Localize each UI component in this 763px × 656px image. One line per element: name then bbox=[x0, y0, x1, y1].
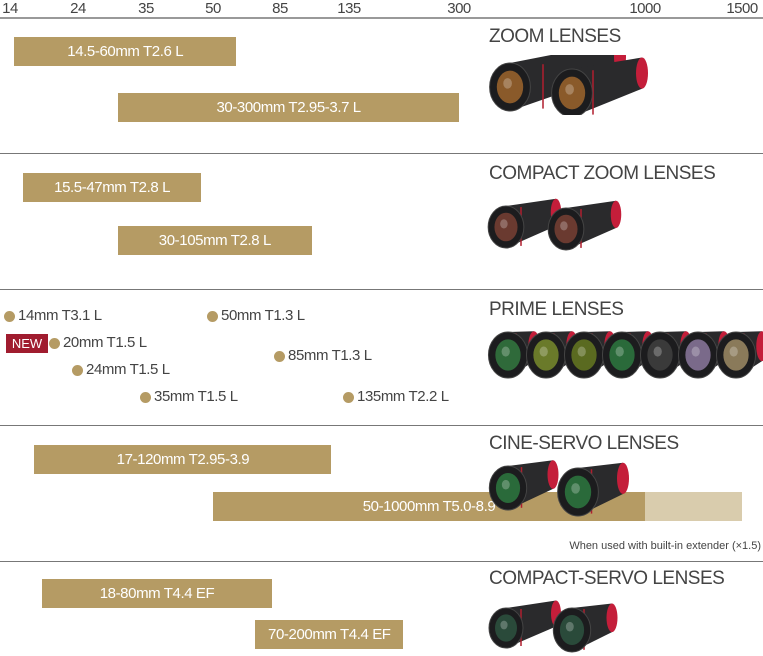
lens-image bbox=[601, 331, 654, 379]
x-tick-label: 50 bbox=[205, 0, 221, 17]
lens-image bbox=[488, 600, 561, 649]
lens-image bbox=[551, 57, 648, 115]
section-heading: COMPACT ZOOM LENSES bbox=[489, 163, 716, 184]
x-tick-label: 1500 bbox=[726, 0, 758, 17]
x-tick-label: 24 bbox=[70, 0, 86, 17]
lens-image bbox=[487, 198, 562, 249]
x-tick-label: 1000 bbox=[629, 0, 661, 17]
section-heading: COMPACT-SERVO LENSES bbox=[489, 568, 725, 589]
lens-range-bar: 70-200mm T4.4 EF bbox=[255, 620, 404, 649]
prime-lens-label: 135mm T2.2 L bbox=[357, 388, 449, 405]
x-axis-line bbox=[0, 17, 763, 19]
lens-range-bar: 17-120mm T2.95-3.9 bbox=[34, 445, 332, 474]
section-heading: ZOOM LENSES bbox=[489, 26, 621, 47]
prime-focal-dot bbox=[72, 365, 83, 376]
lens-image bbox=[488, 460, 559, 511]
prime-lens-label: 85mm T1.3 L bbox=[288, 347, 372, 364]
lens-range-bar: 14.5-60mm T2.6 L bbox=[14, 37, 237, 66]
x-tick-label: 85 bbox=[272, 0, 288, 17]
compact-zoom-lenses-image bbox=[487, 198, 622, 251]
prime-lens-label: 14mm T3.1 L bbox=[18, 307, 102, 324]
section-heading: PRIME LENSES bbox=[489, 299, 624, 320]
cine-servo-lenses-image bbox=[488, 460, 629, 517]
section-divider bbox=[0, 153, 763, 154]
zoom-lenses-image bbox=[489, 55, 648, 115]
extender-range-bar bbox=[645, 492, 742, 521]
lens-image bbox=[715, 331, 763, 379]
lens-image bbox=[557, 462, 629, 517]
prime-lens-label: 50mm T1.3 L bbox=[221, 307, 305, 324]
lens-image bbox=[677, 331, 730, 379]
lens-image bbox=[552, 603, 618, 653]
section-divider bbox=[0, 289, 763, 290]
prime-focal-dot bbox=[4, 311, 15, 322]
lens-image bbox=[547, 200, 622, 251]
new-badge: NEW bbox=[6, 334, 48, 353]
prime-focal-dot bbox=[343, 392, 354, 403]
prime-focal-dot bbox=[140, 392, 151, 403]
x-tick-label: 14 bbox=[2, 0, 18, 17]
x-tick-label: 300 bbox=[447, 0, 471, 17]
lens-range-bar: 15.5-47mm T2.8 L bbox=[22, 173, 202, 202]
prime-focal-dot bbox=[274, 351, 285, 362]
lens-image bbox=[487, 331, 540, 379]
prime-focal-dot bbox=[207, 311, 218, 322]
prime-lens-label: 35mm T1.5 L bbox=[154, 388, 238, 405]
compact-servo-lenses-image bbox=[488, 600, 618, 653]
prime-lens-label: 20mm T1.5 L bbox=[62, 334, 147, 351]
lens-range-bar: 18-80mm T4.4 EF bbox=[41, 579, 273, 608]
extender-note: When used with built-in extender (×1.5) bbox=[569, 540, 761, 552]
section-divider bbox=[0, 561, 763, 562]
lens-range-bar: 30-105mm T2.8 L bbox=[118, 226, 312, 255]
prime-lens-label: 24mm T1.5 L bbox=[86, 361, 170, 378]
x-tick-label: 35 bbox=[138, 0, 154, 17]
section-heading: CINE-SERVO LENSES bbox=[489, 433, 679, 454]
prime-lenses-image bbox=[487, 331, 763, 379]
x-tick-label: 135 bbox=[337, 0, 361, 17]
section-divider bbox=[0, 425, 763, 426]
prime-focal-dot bbox=[48, 338, 60, 349]
lens-range-bar: 30-300mm T2.95-3.7 L bbox=[118, 93, 459, 122]
